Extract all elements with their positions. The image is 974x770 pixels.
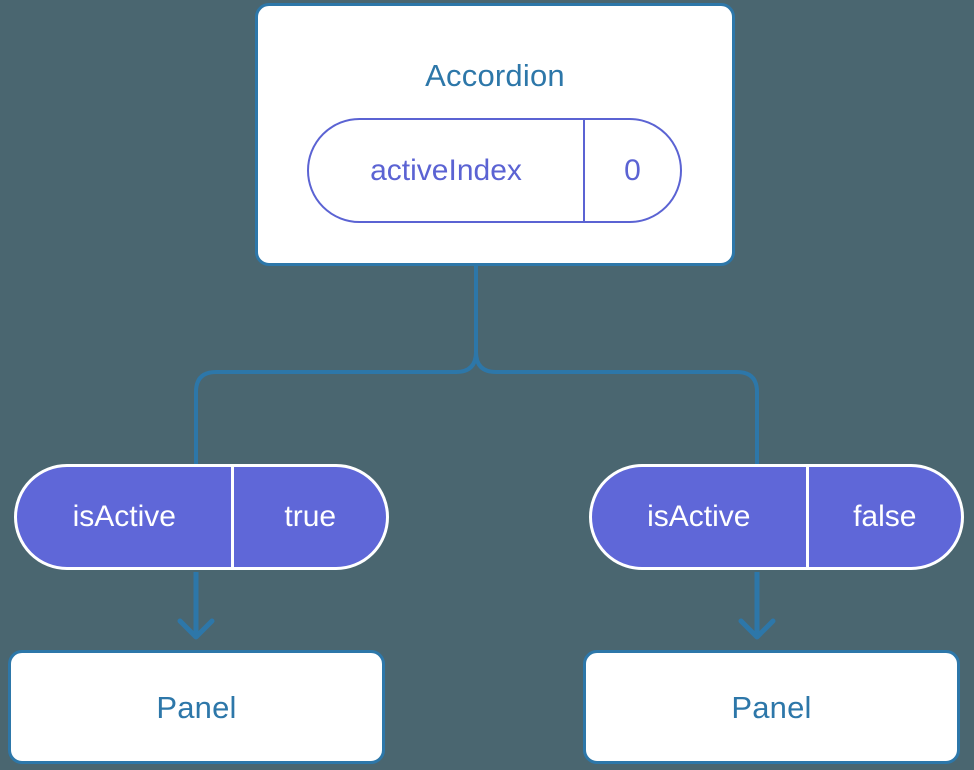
tree-branch-connector-right xyxy=(474,264,759,468)
props-pill-is-active-true: isActive true xyxy=(14,464,389,570)
state-pill-active-index: activeIndex 0 xyxy=(307,118,682,223)
props-pill-is-active-false: isActive false xyxy=(589,464,964,570)
tree-branch-connector xyxy=(194,264,478,468)
accordion-node-title: Accordion xyxy=(425,58,565,93)
props-pill-value-right: false xyxy=(805,467,962,567)
panel-component-node-right: Panel xyxy=(583,650,960,764)
state-pill-value: 0 xyxy=(583,120,680,221)
arrow-head-right xyxy=(738,618,776,640)
panel-component-node-left: Panel xyxy=(8,650,385,764)
state-pill-key: activeIndex xyxy=(370,153,522,187)
props-pill-value-left: true xyxy=(231,467,386,567)
arrow-head-left xyxy=(177,618,215,640)
panel-node-title-left: Panel xyxy=(156,689,237,725)
props-pill-key-right: isActive xyxy=(647,500,751,533)
panel-node-title-right: Panel xyxy=(731,689,812,725)
props-pill-key-left: isActive xyxy=(72,500,176,533)
